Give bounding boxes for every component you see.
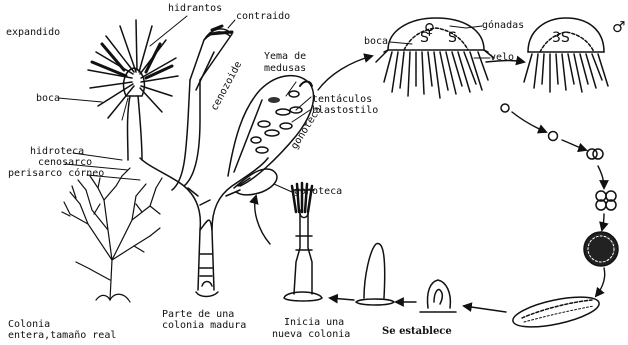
attached-larva bbox=[420, 280, 456, 312]
label-yema-1: Yema de bbox=[264, 52, 306, 62]
colony-stalk bbox=[140, 80, 268, 297]
gonad-glyph-2: S bbox=[448, 30, 457, 46]
label-colonia-2: entera,tamaño real bbox=[8, 331, 116, 341]
label-hidrantos: hidrantos bbox=[168, 4, 222, 14]
label-inicia-2: nueva colonia bbox=[272, 330, 350, 340]
label-tentaculos: tentáculos bbox=[312, 95, 372, 105]
label-yema-2: medusas bbox=[264, 64, 306, 74]
expanded-polyp bbox=[88, 20, 178, 160]
label-perisarco: perisarco córneo bbox=[8, 169, 104, 179]
label-gonadas: gónadas bbox=[482, 21, 524, 31]
label-boca-polyp: boca bbox=[36, 94, 60, 104]
label-gonoteca-2: gonoteca bbox=[294, 187, 342, 197]
label-expandido: expandido bbox=[6, 28, 60, 38]
male-symbol: ♂ bbox=[612, 20, 625, 35]
settled-planula bbox=[356, 243, 394, 305]
label-contraido: contraido bbox=[236, 12, 290, 22]
female-symbol: ♀ bbox=[424, 22, 435, 37]
developing-polyp bbox=[284, 183, 322, 301]
label-parte-2: colonia madura bbox=[162, 321, 246, 331]
label-boca-medusa: boca bbox=[364, 37, 388, 47]
label-parte-1: Parte de una bbox=[162, 310, 234, 320]
label-se-establece: Se establece bbox=[382, 327, 452, 337]
label-cenosarco: cenosarco bbox=[38, 158, 92, 168]
label-hidroteca: hidroteca bbox=[30, 147, 84, 157]
label-inicia-1: Inicia una bbox=[284, 318, 344, 328]
embryo-stages bbox=[501, 104, 618, 266]
gonad-glyph-3: 3S bbox=[552, 30, 570, 46]
label-colonia-1: Colonia bbox=[8, 320, 50, 330]
planula-larva bbox=[510, 291, 601, 333]
whole-colony-drawing bbox=[62, 168, 162, 302]
label-velo: velo bbox=[490, 53, 514, 63]
